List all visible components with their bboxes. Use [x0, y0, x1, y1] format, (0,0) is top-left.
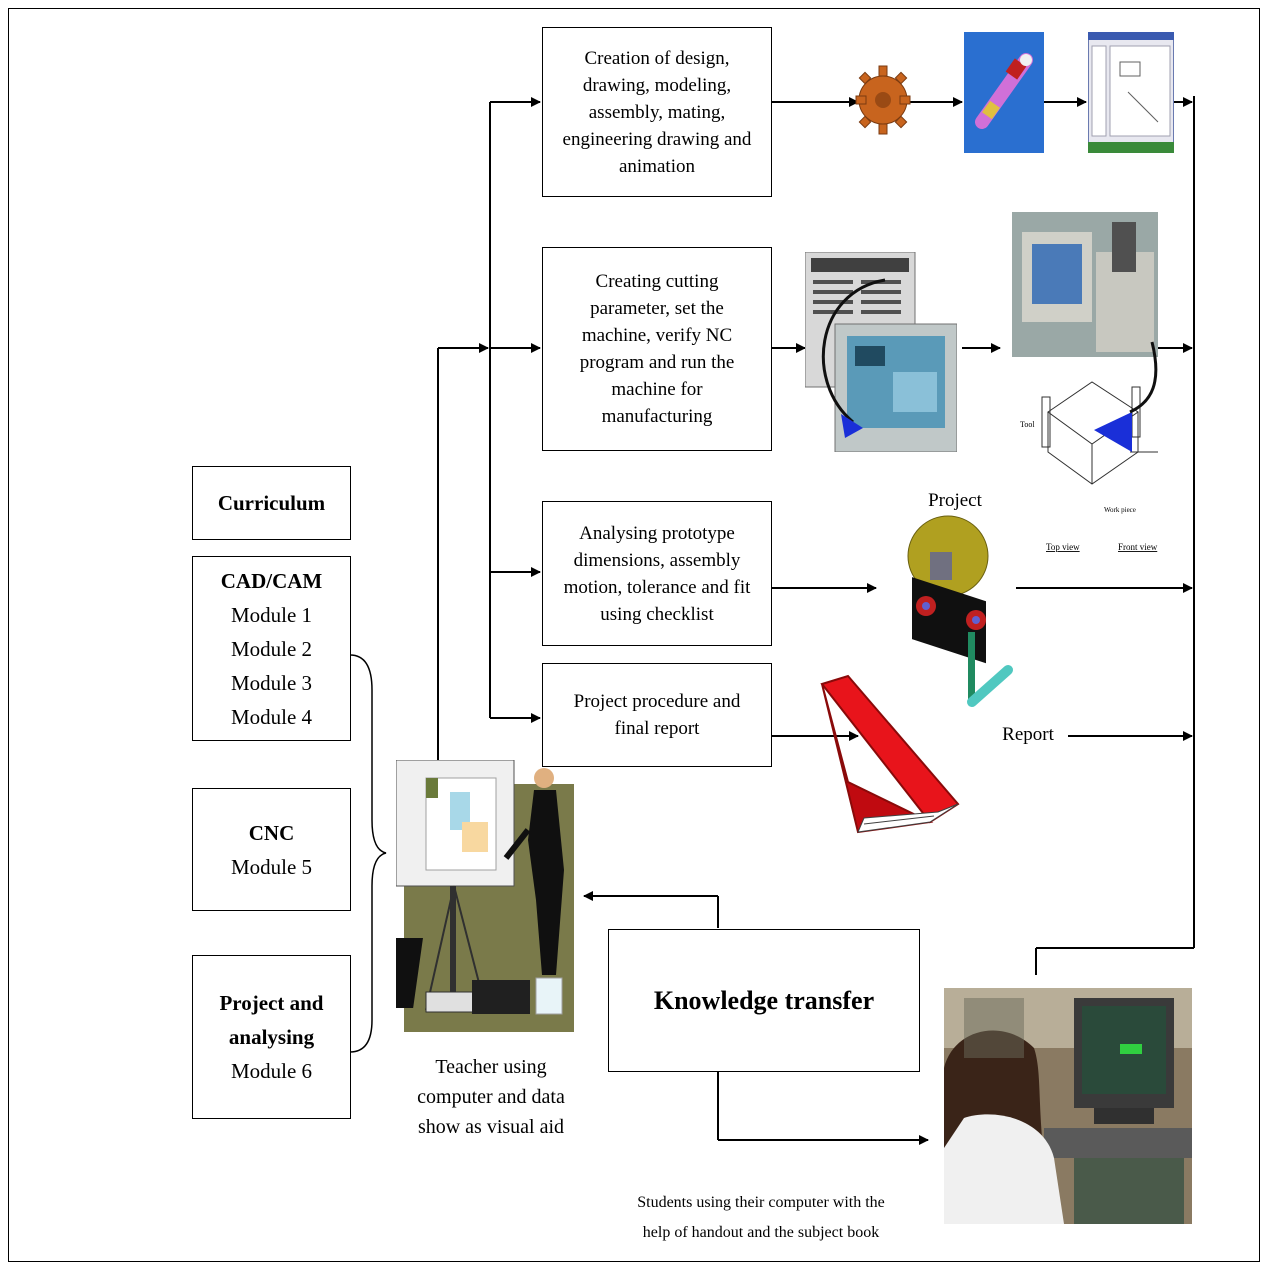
project-label: Project	[928, 490, 982, 511]
activity-line: motion, tolerance and fit	[563, 576, 751, 598]
activity-line: program and run the	[579, 352, 735, 373]
activity-line: drawing, modeling,	[582, 74, 732, 96]
activity-line: final report	[614, 718, 700, 739]
module-label: Module 2	[230, 636, 313, 661]
cadcam-box: CAD/CAM Module 1 Module 2 Module 3 Modul…	[192, 556, 351, 741]
cnc-machine-photo: Tool Work piece Top view Front view	[1012, 212, 1158, 557]
activity-line: using checklist	[600, 603, 714, 625]
winch-prototype-icon	[907, 515, 1013, 707]
report-book-icon	[820, 674, 960, 834]
activity-line: Analysing prototype	[579, 522, 735, 544]
activity-box-design: Creation of design, drawing, modeling, a…	[542, 27, 772, 197]
drawing-label-front-view: Front view	[1118, 542, 1158, 552]
module-label: Module 1	[230, 602, 313, 627]
teacher-caption: Teacher using computer and data show as …	[396, 1052, 586, 1142]
cnc-title: CNC	[248, 820, 295, 845]
activity-box-cnc: Creating cutting parameter, set the mach…	[542, 247, 772, 451]
activity-line: machine for	[611, 379, 703, 400]
drawing-label-top-view: Top view	[1046, 542, 1080, 552]
activity-box-analysis: Analysing prototype dimensions, assembly…	[542, 501, 772, 646]
module-label: Module 3	[230, 670, 313, 695]
shaft-assembly-icon	[964, 32, 1044, 153]
students-caption-line: Students using their computer with the	[637, 1194, 885, 1211]
activity-line: Creating cutting	[595, 271, 719, 292]
project-box: Project and analysing Module 6	[192, 955, 351, 1119]
cad-screen-icon	[1088, 32, 1174, 153]
activity-line: manufacturing	[601, 406, 713, 427]
activity-line: parameter, set the	[590, 298, 724, 319]
knowledge-transfer-label: Knowledge transfer	[653, 986, 875, 1015]
teacher-caption-line: computer and data	[417, 1086, 565, 1108]
student-lab-photo	[944, 988, 1192, 1224]
activity-line: machine, verify NC	[581, 325, 733, 346]
teacher-presentation-icon	[396, 760, 574, 1032]
knowledge-transfer-box: Knowledge transfer	[608, 929, 920, 1072]
curriculum-title: Curriculum	[217, 490, 326, 515]
activity-line: assembly, mating,	[588, 101, 726, 123]
teacher-caption-line: show as visual aid	[417, 1116, 565, 1138]
module-label: Module 6	[230, 1059, 313, 1083]
students-caption: Students using their computer with the h…	[586, 1188, 936, 1248]
module-label: Module 5	[230, 854, 313, 879]
nc-program-screen-icon	[805, 252, 957, 452]
activity-line: engineering drawing and	[562, 128, 752, 150]
activity-box-report: Project procedure and final report	[542, 663, 772, 767]
cadcam-title: CAD/CAM	[220, 568, 323, 593]
activity-line: Project procedure and	[573, 691, 741, 712]
activity-line: animation	[619, 155, 695, 177]
report-label: Report	[1002, 724, 1054, 745]
project-title-line1: Project and	[219, 991, 324, 1015]
gear-icon	[855, 65, 911, 135]
curriculum-box: Curriculum	[192, 466, 351, 540]
figure-frame	[8, 8, 1260, 1262]
activity-line: dimensions, assembly	[573, 549, 741, 571]
students-caption-line: help of handout and the subject book	[642, 1224, 880, 1241]
drawing-label-tool: Tool	[1020, 420, 1035, 429]
tool-path-drawing: Tool Work piece Top view Front view	[1012, 341, 1158, 557]
cnc-box: CNC Module 5	[192, 788, 351, 911]
activity-line: Creation of design,	[584, 47, 730, 69]
module-label: Module 4	[230, 704, 313, 729]
drawing-label-work-piece: Work piece	[1104, 506, 1136, 514]
teacher-caption-line: Teacher using	[435, 1056, 547, 1078]
project-title-line2: analysing	[228, 1025, 315, 1049]
